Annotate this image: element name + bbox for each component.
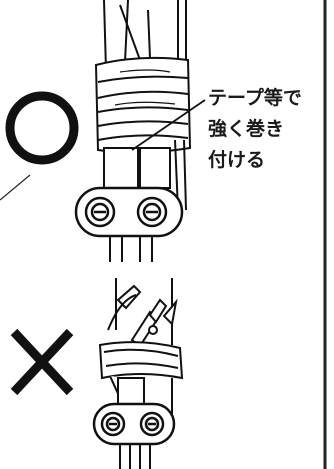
incorrect-cross-mark: [10, 328, 74, 396]
cable-clamp-correct: [74, 186, 184, 238]
cable-lower-correct: [109, 236, 153, 262]
cable-clamp-incorrect: [92, 402, 176, 446]
left-stray-line: [0, 174, 31, 201]
annotation-line-1: テープ等で: [208, 86, 302, 109]
annotation-line-2: 強く巻き: [208, 117, 284, 140]
frayed-wires: [107, 284, 178, 348]
correct-circle-mark: [5, 91, 79, 165]
incorrect-example: ×: [10, 278, 184, 469]
correct-example: ○: [0, 0, 302, 262]
tape-wrap: [94, 56, 192, 154]
cable-upper: [103, 0, 187, 71]
cable-lower-incorrect: [119, 444, 151, 469]
annotation-leader-line: [131, 99, 206, 151]
annotation-line-3: 付ける: [208, 148, 265, 171]
